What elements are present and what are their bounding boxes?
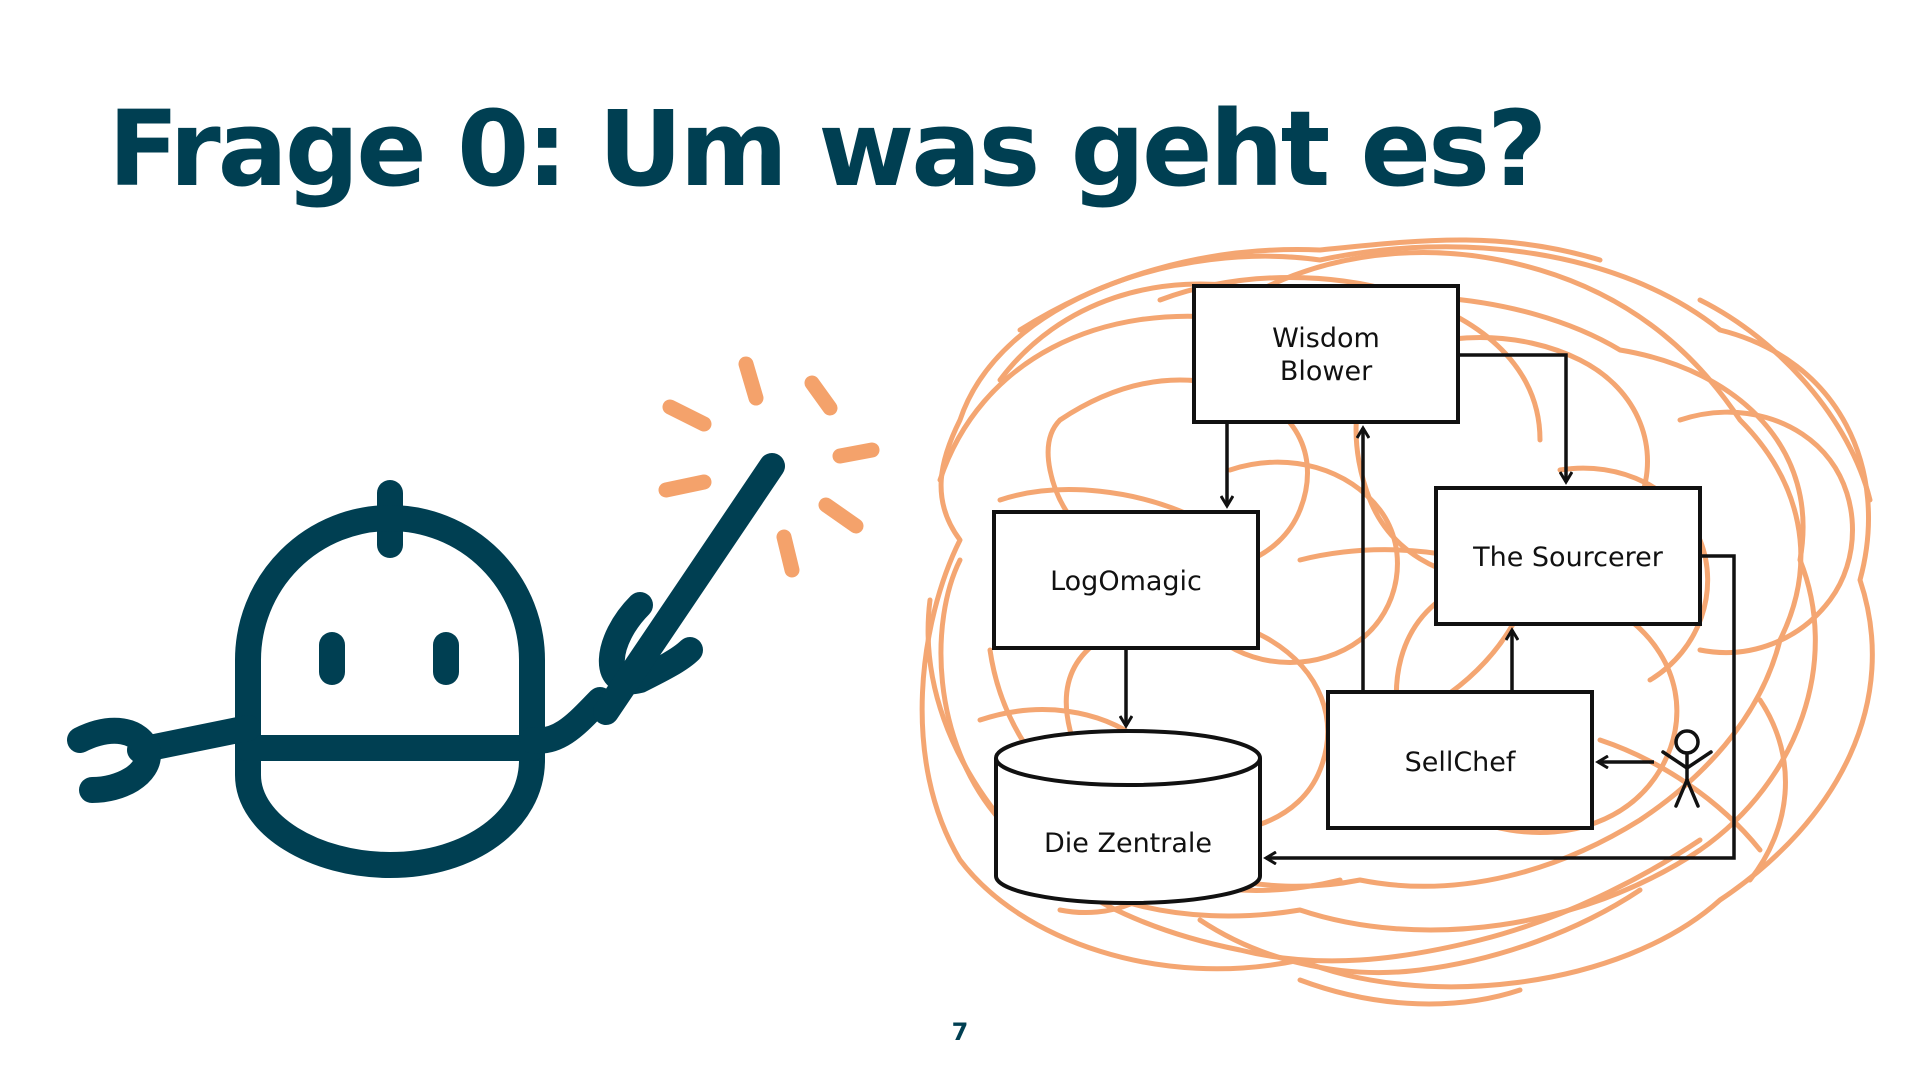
arrow-wisdom-to-sourcerer	[1460, 355, 1566, 482]
sellchef-box: SellChef	[1328, 692, 1592, 828]
wisdom-blower-label-1: Wisdom	[1272, 323, 1380, 354]
the-sourcerer-label: The Sourcerer	[1472, 542, 1664, 573]
wisdom-blower-box: Wisdom Blower	[1194, 286, 1458, 422]
die-zentrale-label: Die Zentrale	[1044, 828, 1212, 859]
the-sourcerer-box: The Sourcerer	[1436, 488, 1700, 624]
wisdom-blower-label-2: Blower	[1280, 356, 1373, 387]
page-number: 7	[0, 1018, 1920, 1046]
robot-head	[248, 518, 532, 865]
die-zentrale-database: Die Zentrale	[996, 731, 1260, 903]
logomagic-label: LogOmagic	[1050, 566, 1202, 597]
robot-icon	[80, 466, 772, 865]
logomagic-box: LogOmagic	[994, 512, 1258, 648]
sellchef-label: SellChef	[1405, 747, 1517, 778]
robot-claw	[80, 731, 148, 790]
magic-wand	[606, 466, 772, 712]
